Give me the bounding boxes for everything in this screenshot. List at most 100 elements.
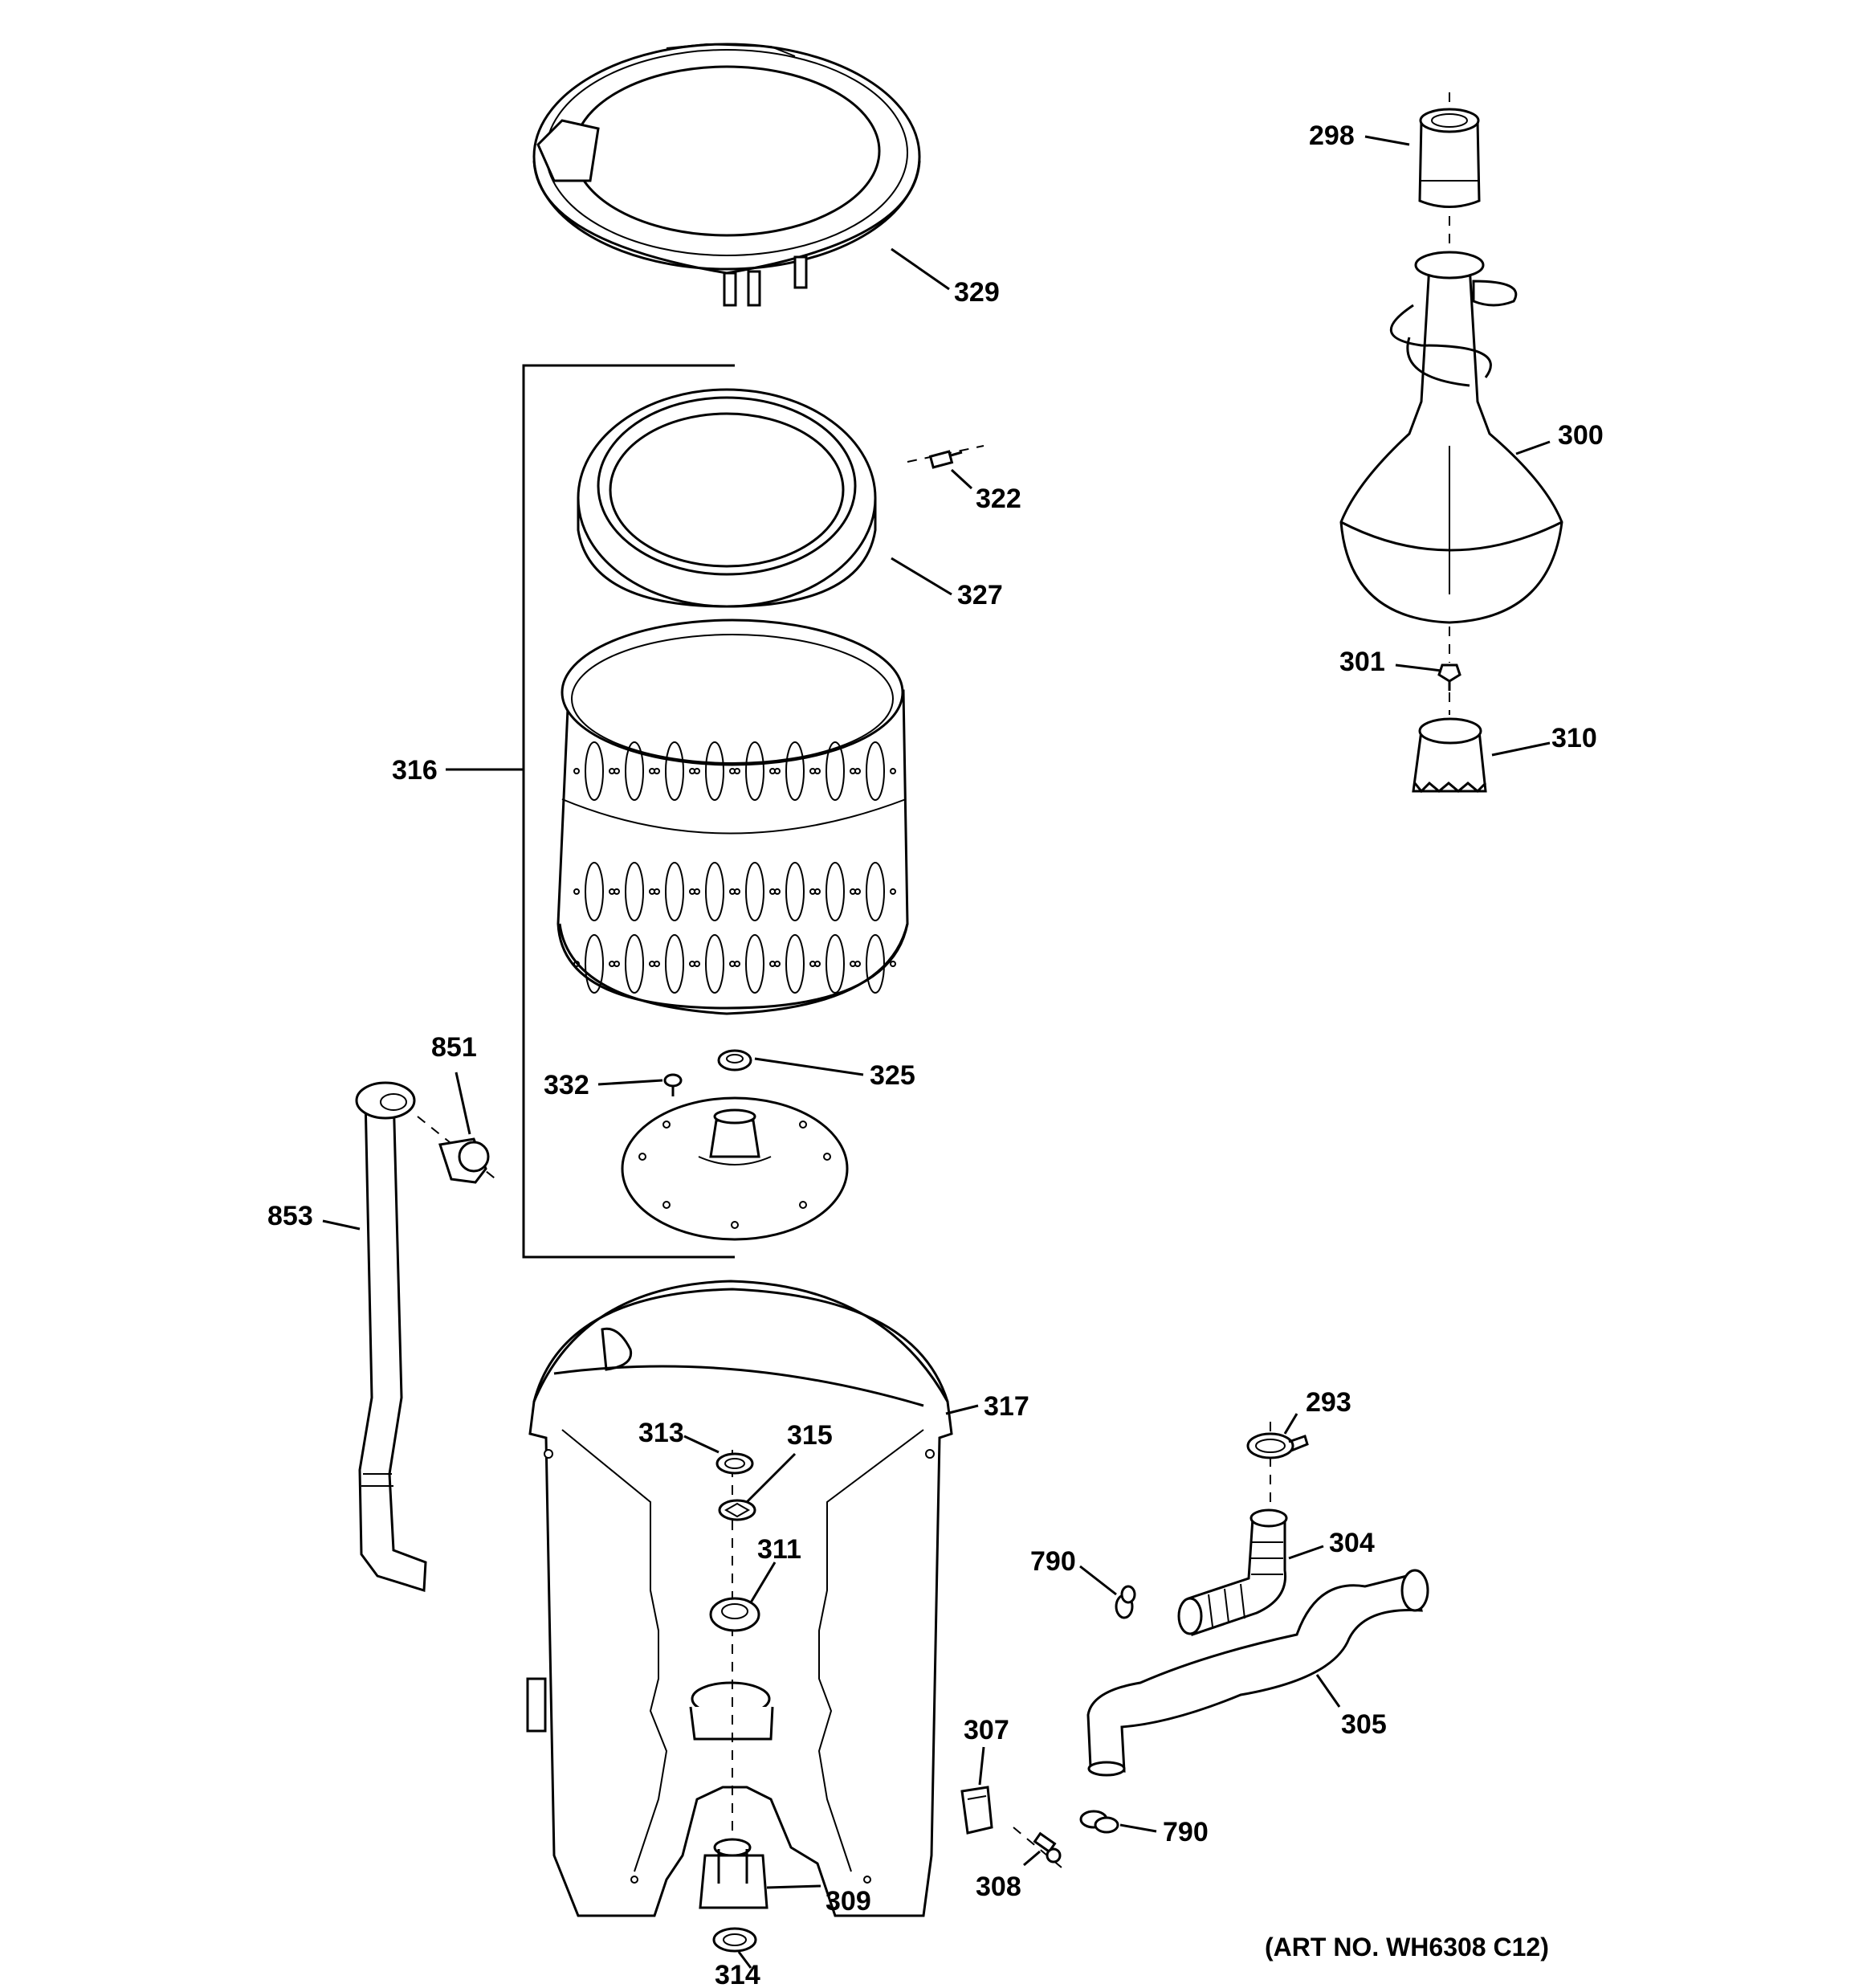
label-298: 298 xyxy=(1309,120,1355,151)
label-304: 304 xyxy=(1329,1528,1375,1558)
basket-dot xyxy=(654,961,660,967)
label-311: 311 xyxy=(757,1534,801,1565)
basket-dot xyxy=(694,961,700,967)
part-313-seal xyxy=(715,1452,754,1475)
label-325: 325 xyxy=(870,1060,915,1091)
part-327-balance-ring xyxy=(577,388,877,608)
label-851: 851 xyxy=(431,1032,477,1063)
part-325-nut xyxy=(717,1049,752,1072)
basket-dot xyxy=(734,961,740,967)
basket-dot xyxy=(734,888,740,895)
part-307-bracket xyxy=(960,1786,993,1835)
basket-dot xyxy=(654,768,660,774)
basket-slot xyxy=(705,934,724,994)
label-332: 332 xyxy=(544,1070,589,1100)
basket-slot xyxy=(785,934,805,994)
basket-slot xyxy=(866,862,885,921)
part-298-agitator-cap xyxy=(1418,92,1481,265)
basket-dot xyxy=(854,961,861,967)
part-329-tub-cover xyxy=(532,43,921,307)
basket-slot xyxy=(585,741,604,801)
part-305-drain-hose xyxy=(1086,1569,1429,1777)
label-316: 316 xyxy=(392,755,438,786)
label-317: 317 xyxy=(984,1391,1029,1422)
basket-slot xyxy=(705,862,724,921)
part-309-adapter xyxy=(699,1838,768,1909)
basket-dot xyxy=(694,888,700,895)
basket-dot xyxy=(573,888,580,895)
basket-slot xyxy=(585,934,604,994)
label-310: 310 xyxy=(1551,723,1597,753)
label-327: 327 xyxy=(957,580,1003,610)
label-315: 315 xyxy=(787,1420,833,1451)
basket-dot xyxy=(654,888,660,895)
basket-dot xyxy=(734,768,740,774)
basket-perforations xyxy=(573,741,896,994)
basket-slot xyxy=(625,934,644,994)
basket-dot xyxy=(890,888,896,895)
basket-slot xyxy=(585,862,604,921)
part-314-washer xyxy=(712,1927,757,1953)
label-305: 305 xyxy=(1341,1709,1387,1740)
part-311-bearing xyxy=(709,1597,760,1632)
basket-slot xyxy=(665,934,684,994)
label-790-lower: 790 xyxy=(1163,1817,1209,1847)
label-313: 313 xyxy=(638,1418,684,1448)
part-wash-basket xyxy=(556,618,909,1015)
basket-slot xyxy=(826,741,845,801)
part-301-bolt xyxy=(1437,663,1461,715)
basket-dot xyxy=(854,768,861,774)
basket-dot xyxy=(814,768,821,774)
part-304-hose xyxy=(1177,1508,1288,1637)
basket-slot xyxy=(665,862,684,921)
part-basket-hub xyxy=(621,1096,849,1241)
part-790-clamp-upper xyxy=(1115,1585,1136,1619)
basket-slot xyxy=(665,741,684,801)
part-labels: 298 300 301 310 329 322 327 316 851 332 … xyxy=(267,120,1604,1988)
basket-slot xyxy=(705,741,724,801)
part-293-clamp xyxy=(1246,1422,1309,1510)
basket-dot xyxy=(573,768,580,774)
basket-dot xyxy=(614,888,620,895)
label-308: 308 xyxy=(976,1872,1021,1902)
basket-dot xyxy=(814,888,821,895)
basket-dot xyxy=(774,888,781,895)
basket-slot xyxy=(866,741,885,801)
basket-dot xyxy=(774,768,781,774)
part-310-drive-bell xyxy=(1412,717,1487,794)
basket-slot xyxy=(745,934,764,994)
label-853: 853 xyxy=(267,1201,313,1231)
basket-slot xyxy=(785,862,805,921)
basket-dot xyxy=(614,961,620,967)
basket-dot xyxy=(774,961,781,967)
part-851-plug xyxy=(417,1116,499,1184)
art-number: (ART NO. WH6308 C12) xyxy=(1265,1933,1549,1961)
basket-slot xyxy=(866,934,885,994)
label-307: 307 xyxy=(964,1715,1009,1745)
part-853-drain-tube xyxy=(355,1081,427,1593)
basket-dot xyxy=(814,961,821,967)
basket-dot xyxy=(573,961,580,967)
label-790-upper: 790 xyxy=(1030,1546,1076,1577)
basket-dot xyxy=(854,888,861,895)
basket-dot xyxy=(694,768,700,774)
label-322: 322 xyxy=(976,484,1021,514)
leader-lines xyxy=(322,135,1551,1969)
label-293: 293 xyxy=(1306,1387,1351,1418)
part-790-clamp-lower xyxy=(1079,1810,1119,1834)
part-308-screw xyxy=(1013,1827,1067,1872)
basket-slot xyxy=(625,862,644,921)
label-314: 314 xyxy=(715,1960,760,1988)
basket-slot xyxy=(826,862,845,921)
basket-slot xyxy=(826,934,845,994)
label-329: 329 xyxy=(954,277,1000,308)
label-309: 309 xyxy=(826,1886,871,1917)
part-332-screw xyxy=(663,1073,683,1096)
label-300: 300 xyxy=(1558,420,1604,451)
basket-dot xyxy=(890,961,896,967)
basket-dot xyxy=(614,768,620,774)
basket-dot xyxy=(890,768,896,774)
basket-slot xyxy=(625,741,644,801)
